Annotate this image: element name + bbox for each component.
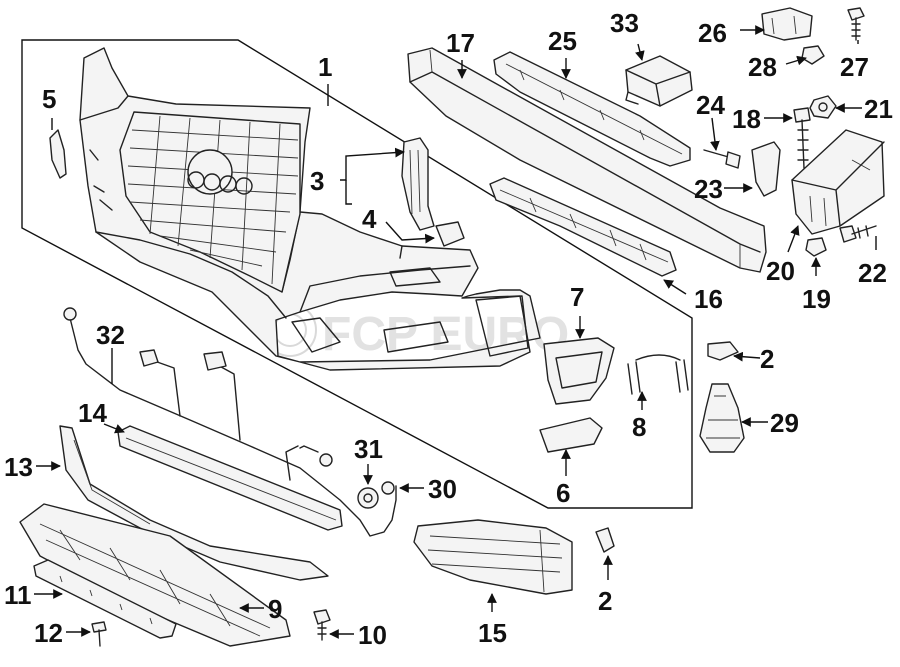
control-module	[625, 55, 693, 107]
upper-bracket	[761, 7, 813, 41]
nut-19	[805, 237, 827, 257]
callout-25: 25	[548, 26, 577, 56]
callout-4: 4	[362, 204, 377, 234]
cover-6	[539, 417, 603, 453]
screw-10	[313, 609, 331, 641]
callout-24: 24	[696, 90, 725, 120]
callout-28: 28	[748, 52, 777, 82]
callout-32: 32	[96, 320, 125, 350]
energy-absorber-lower	[489, 177, 677, 277]
callout-13: 13	[4, 452, 33, 482]
screw-27	[847, 7, 865, 41]
nut-28	[801, 45, 825, 65]
callout-11: 11	[4, 580, 32, 610]
callout-30: 30	[428, 474, 457, 504]
callout-27: 27	[840, 52, 869, 82]
callout-29: 29	[770, 408, 799, 438]
impact-bar	[407, 47, 767, 273]
callout-9: 9	[268, 594, 282, 624]
tow-hook-cover	[49, 129, 67, 179]
trim-strip-14	[117, 425, 343, 531]
callout-6: 6	[556, 478, 570, 508]
fog-grille	[413, 519, 573, 595]
callout-15: 15	[478, 618, 507, 648]
callout-16: 16	[694, 284, 723, 314]
callout-21: 21	[864, 94, 893, 124]
callout-3: 3	[310, 166, 324, 196]
callout-labels: 1 2 2 3 4 5 6 7 8 9 10 11 12 13 14 15 16…	[4, 8, 893, 650]
rivet-24	[703, 149, 741, 169]
lower-spoiler	[59, 425, 329, 581]
clip-2-lower	[595, 527, 615, 553]
clip-12	[91, 621, 107, 647]
callout-2-upper: 2	[760, 344, 774, 374]
clip-2-upper	[707, 341, 739, 361]
callout-5: 5	[42, 84, 56, 114]
callout-7: 7	[570, 282, 584, 312]
callout-33: 33	[610, 8, 639, 38]
callout-22: 22	[858, 258, 887, 288]
leader-lines	[34, 25, 877, 639]
callout-2-lower: 2	[598, 586, 612, 616]
spring-clip	[627, 354, 689, 395]
bag-29	[699, 383, 745, 453]
retainer-clip	[435, 221, 465, 247]
callout-12: 12	[34, 618, 63, 648]
callout-31: 31	[354, 434, 383, 464]
callout-17: 17	[446, 28, 475, 58]
bumper-group-frame	[21, 39, 693, 509]
callout-1: 1	[318, 52, 332, 82]
nut-21	[809, 95, 837, 119]
energy-absorber-upper	[493, 51, 691, 167]
callout-10: 10	[358, 620, 387, 650]
bolt-18	[793, 107, 811, 169]
callout-14: 14	[78, 398, 107, 428]
grommet-31	[357, 487, 379, 509]
mount-bracket-23	[751, 141, 781, 197]
fog-light-bracket	[543, 337, 615, 405]
bolt-22	[839, 225, 877, 243]
callout-20: 20	[766, 256, 795, 286]
wiring-harness	[63, 307, 397, 537]
callout-26: 26	[698, 18, 727, 48]
grille	[119, 111, 301, 293]
callout-8: 8	[632, 412, 646, 442]
bumper-bracket-20	[791, 129, 885, 235]
callout-18: 18	[732, 104, 761, 134]
callout-23: 23	[694, 174, 723, 204]
callout-19: 19	[802, 284, 831, 314]
strip-11	[33, 559, 177, 639]
